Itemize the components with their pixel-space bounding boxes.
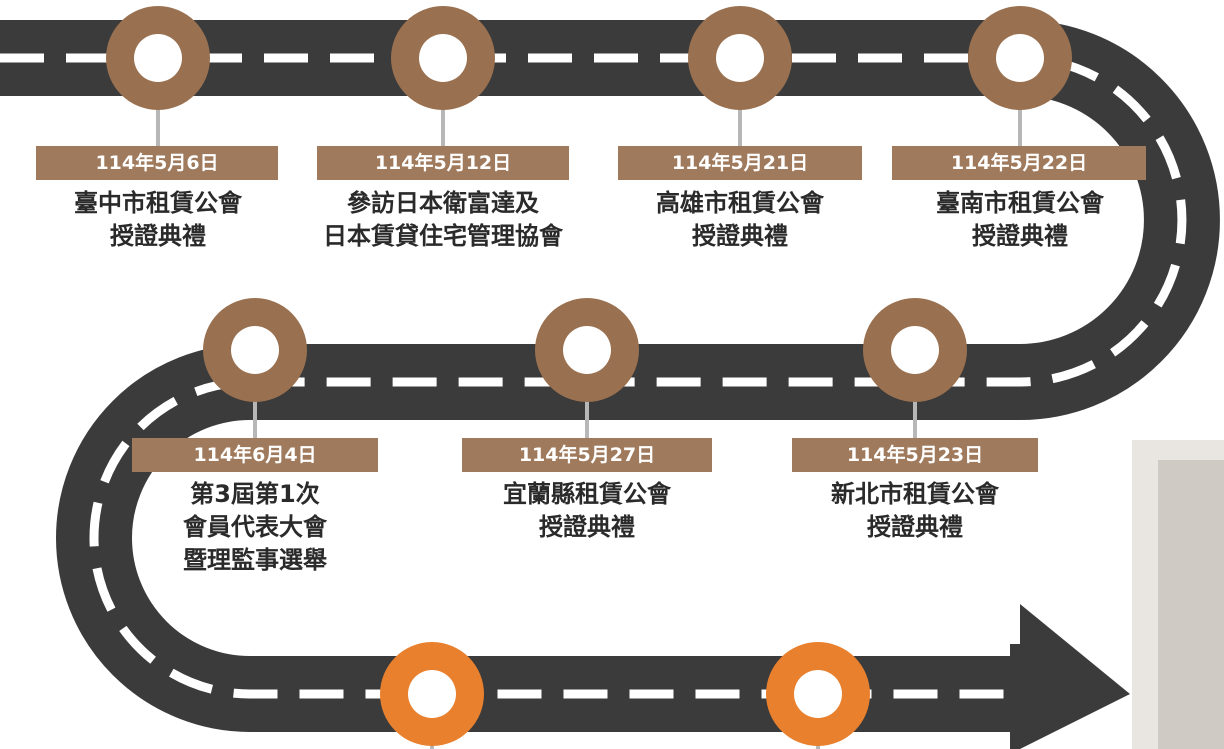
milestone-event-label: 新北市租賃公會授證典禮 bbox=[755, 478, 1075, 544]
road-arrow-head bbox=[1010, 604, 1130, 749]
milestone-date-tag: 114年5月6日 bbox=[36, 146, 278, 180]
event-label-line: 第3屆第1次 bbox=[190, 480, 320, 508]
milestone-date-tag: 114年6月4日 bbox=[132, 438, 378, 472]
event-label-line: 授證典禮 bbox=[539, 513, 635, 541]
event-label-line: 授證典禮 bbox=[110, 222, 206, 250]
milestone-marker-icon bbox=[766, 642, 870, 746]
event-label-line: 授證典禮 bbox=[972, 222, 1068, 250]
milestone-date-tag: 114年5月21日 bbox=[618, 146, 862, 180]
event-label-line: 宜蘭縣租賃公會 bbox=[503, 480, 671, 508]
event-photo bbox=[1132, 440, 1224, 749]
milestone-marker-icon bbox=[688, 6, 792, 110]
milestone-marker-icon bbox=[106, 6, 210, 110]
event-label-line: 新北市租賃公會 bbox=[831, 480, 999, 508]
photo-image bbox=[1158, 460, 1224, 749]
milestone-event-label: 宜蘭縣租賃公會授證典禮 bbox=[427, 478, 747, 544]
milestone-marker-icon bbox=[863, 298, 967, 402]
milestone-marker-icon bbox=[968, 6, 1072, 110]
event-label-line: 暨理監事選舉 bbox=[183, 546, 327, 574]
road-surface bbox=[0, 20, 1220, 732]
milestone-date-tag: 114年5月27日 bbox=[462, 438, 712, 472]
milestone-event-label: 高雄市租賃公會授證典禮 bbox=[580, 187, 900, 253]
milestone-marker-icon bbox=[380, 642, 484, 746]
event-label-line: 參訪日本衛富達及 bbox=[347, 189, 539, 217]
milestone-date-tag: 114年5月12日 bbox=[317, 146, 569, 180]
milestone-marker-icon bbox=[203, 298, 307, 402]
event-label-line: 授證典禮 bbox=[867, 513, 963, 541]
event-label-line: 授證典禮 bbox=[692, 222, 788, 250]
milestone-marker-icon bbox=[391, 6, 495, 110]
event-label-line: 臺南市租賃公會 bbox=[936, 189, 1104, 217]
milestone-date-tag: 114年5月23日 bbox=[792, 438, 1038, 472]
milestone-event-label: 臺南市租賃公會授證典禮 bbox=[860, 187, 1180, 253]
event-label-line: 會員代表大會 bbox=[183, 513, 327, 541]
milestone-marker-icon bbox=[535, 298, 639, 402]
event-label-line: 臺中市租賃公會 bbox=[74, 189, 242, 217]
milestone-event-label: 第3屆第1次會員代表大會暨理監事選舉 bbox=[95, 478, 415, 577]
milestone-date-tag: 114年5月22日 bbox=[892, 146, 1146, 180]
milestone-event-label: 臺中市租賃公會授證典禮 bbox=[0, 187, 318, 253]
milestone-event-label: 參訪日本衛富達及日本賃貸住宅管理協會 bbox=[283, 187, 603, 253]
event-label-line: 高雄市租賃公會 bbox=[656, 189, 824, 217]
event-label-line: 日本賃貸住宅管理協會 bbox=[323, 222, 563, 250]
